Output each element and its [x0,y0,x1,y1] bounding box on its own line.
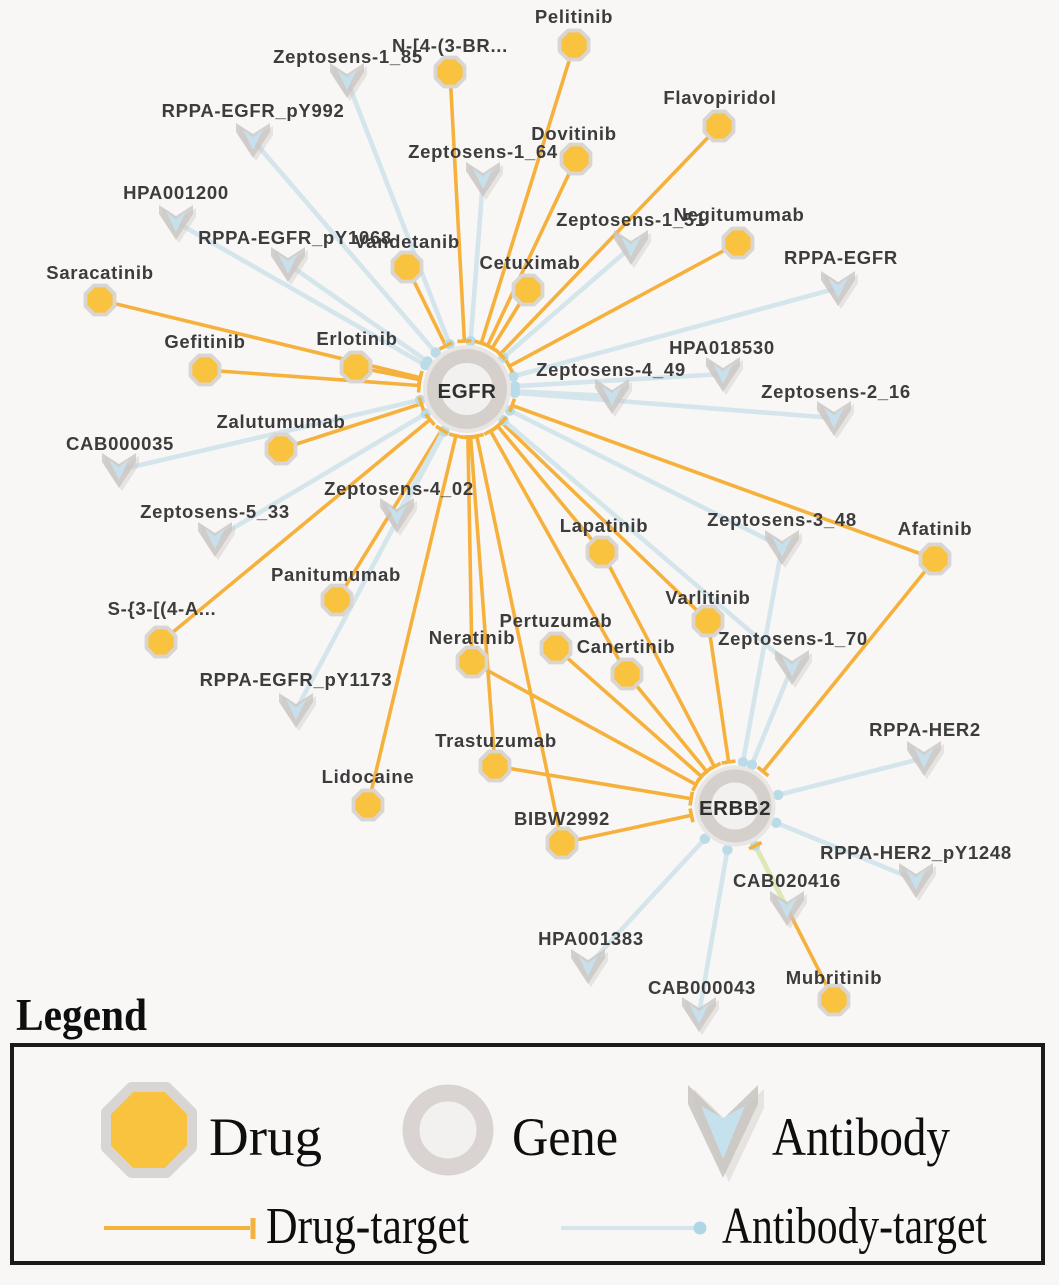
svg-text:Zeptosens-1_70: Zeptosens-1_70 [718,628,868,649]
svg-text:Erlotinib: Erlotinib [316,328,397,349]
svg-text:Varlitinib: Varlitinib [665,587,750,608]
svg-text:Gene: Gene [512,1107,618,1167]
svg-text:Panitumumab: Panitumumab [271,564,401,585]
svg-text:ERBB2: ERBB2 [699,797,771,820]
svg-text:Zeptosens-3_48: Zeptosens-3_48 [707,509,857,530]
svg-text:Zeptosens-4_49: Zeptosens-4_49 [536,359,686,380]
svg-text:Antibody: Antibody [772,1107,950,1167]
svg-text:Trastuzumab: Trastuzumab [435,730,557,751]
svg-text:HPA001383: HPA001383 [538,928,644,949]
svg-text:Zalutumumab: Zalutumumab [217,411,346,432]
svg-text:RPPA-HER2_pY1248: RPPA-HER2_pY1248 [820,842,1012,863]
svg-text:Legend: Legend [16,989,147,1040]
svg-text:BIBW2992: BIBW2992 [514,808,610,829]
svg-text:Zeptosens-4_02: Zeptosens-4_02 [324,478,474,499]
svg-text:Gefitinib: Gefitinib [164,331,245,352]
svg-text:Zeptosens-1_64: Zeptosens-1_64 [408,141,558,162]
svg-text:HPA001200: HPA001200 [123,182,229,203]
svg-text:Flavopiridol: Flavopiridol [663,87,776,108]
svg-text:EGFR: EGFR [438,380,497,403]
svg-text:S-{3-[(4-A...: S-{3-[(4-A... [108,598,217,619]
svg-text:RPPA-HER2: RPPA-HER2 [869,719,981,740]
svg-text:Dovitinib: Dovitinib [531,123,616,144]
svg-text:Cetuximab: Cetuximab [480,252,581,273]
svg-text:Vandetanib: Vandetanib [354,231,460,252]
svg-text:CAB000043: CAB000043 [648,977,756,998]
svg-text:Saracatinib: Saracatinib [46,262,153,283]
svg-text:Zeptosens-2_16: Zeptosens-2_16 [761,381,911,402]
svg-text:Canertinib: Canertinib [577,636,675,657]
svg-text:RPPA-EGFR_pY992: RPPA-EGFR_pY992 [162,100,345,121]
svg-text:CAB000035: CAB000035 [66,433,174,454]
svg-text:Lapatinib: Lapatinib [560,515,649,536]
svg-text:HPA018530: HPA018530 [669,337,775,358]
svg-text:Lidocaine: Lidocaine [322,766,415,787]
svg-text:RPPA-EGFR: RPPA-EGFR [784,247,898,268]
svg-text:Afatinib: Afatinib [898,518,972,539]
svg-text:Drug-target: Drug-target [266,1198,469,1255]
svg-text:N-[4-(3-BR...: N-[4-(3-BR... [392,35,508,56]
svg-text:Negitumumab: Negitumumab [673,204,804,225]
svg-text:Zeptosens-5_33: Zeptosens-5_33 [140,501,290,522]
svg-text:CAB020416: CAB020416 [733,870,841,891]
svg-text:Pelitinib: Pelitinib [535,6,613,27]
svg-text:Mubritinib: Mubritinib [786,967,882,988]
svg-text:Pertuzumab: Pertuzumab [500,610,613,631]
svg-text:Drug: Drug [209,1107,322,1167]
svg-text:Antibody-target: Antibody-target [722,1198,987,1255]
svg-text:RPPA-EGFR_pY1173: RPPA-EGFR_pY1173 [200,669,393,690]
